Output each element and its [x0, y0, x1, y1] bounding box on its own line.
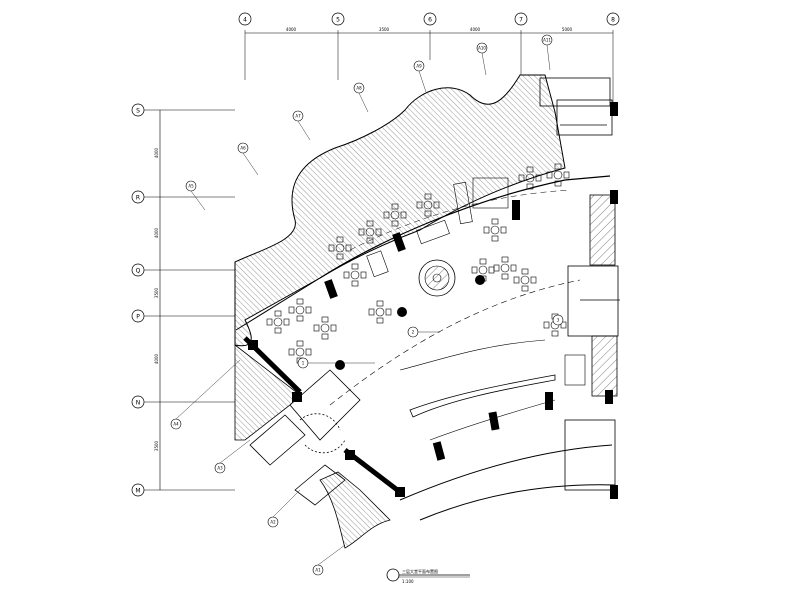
radial-label-a1: A1	[315, 568, 321, 573]
grid-bubble-7: 7	[519, 17, 523, 24]
grid-bubble-q: Q	[136, 268, 141, 275]
grid-bubble-6: 6	[428, 17, 432, 24]
dim-left-1: 4000	[154, 147, 159, 158]
grid-bubble-5: 5	[336, 17, 340, 24]
grid-bubble-r: R	[136, 195, 140, 202]
grid-bubble-p: P	[136, 314, 140, 321]
radial-label-a5: A5	[188, 184, 194, 189]
entry-vestibule	[249, 369, 361, 506]
radial-label-a7: A7	[295, 114, 301, 119]
grid-bubble-8: 8	[611, 17, 615, 24]
drawing-scale: 1:100	[402, 579, 414, 584]
plant-marker-1	[397, 307, 407, 317]
left-dimension-chain: 4000 4000 3500 4000 3500	[140, 109, 235, 491]
central-round-feature	[418, 259, 456, 297]
callout-2: 2	[412, 330, 415, 335]
radial-label-a4: A4	[173, 422, 179, 427]
dim-left-3: 3500	[154, 287, 159, 298]
left-grid-bubbles: S R Q P N M	[131, 103, 145, 497]
callout-1: 1	[302, 361, 305, 366]
radial-label-a2: A2	[270, 520, 276, 525]
radial-label-a8: A8	[356, 86, 362, 91]
plant-marker-3	[335, 360, 345, 370]
grid-bubble-m: M	[135, 488, 140, 495]
grid-bubble-s: S	[136, 108, 140, 115]
section-callouts: 1 2 3	[297, 314, 564, 369]
entrance-wall-edge	[235, 277, 321, 331]
circulation-arc	[329, 279, 581, 406]
dim-top-2: 3500	[379, 27, 390, 32]
reception-back	[399, 339, 546, 371]
lobby-inner-curve	[399, 444, 613, 501]
top-dimension-chain: 4000 3500 4000 5000	[244, 27, 614, 115]
grid-bubble-4: 4	[243, 17, 247, 24]
grid-bubble-n: N	[136, 400, 141, 407]
circulation-arc-2	[349, 189, 571, 251]
lower-counter	[429, 399, 556, 441]
plant-marker-2	[475, 275, 485, 285]
radial-labels: A1 A2 A3 A4 A5 A6 A7 A8 A9 A10 A11	[170, 34, 553, 576]
landscape-hatch-bottom	[234, 344, 301, 441]
radial-label-a11: A11	[543, 38, 551, 43]
top-grid-bubbles: 4 5 6 7 8	[238, 12, 620, 26]
lounge-furniture	[266, 163, 586, 386]
dim-left-5: 3500	[154, 440, 159, 451]
dim-left-4: 4000	[154, 353, 159, 364]
radial-label-a3: A3	[217, 466, 223, 471]
lobby-outer-wall	[319, 175, 611, 279]
radial-label-a9: A9	[416, 64, 422, 69]
right-service-block	[539, 77, 620, 491]
dim-top-4: 5000	[562, 27, 573, 32]
callout-3: 3	[557, 318, 560, 323]
dim-top-1: 4000	[286, 27, 297, 32]
lobby-curve-2	[419, 484, 616, 521]
structural-columns	[248, 102, 618, 499]
radial-label-a10: A10	[478, 46, 486, 51]
drawing-title: 三层大堂平面布置图	[402, 568, 438, 574]
radial-label-a6: A6	[240, 146, 246, 151]
drawing-title-block: 三层大堂平面布置图 1:100	[386, 568, 470, 584]
landscape-hatch-lower	[319, 471, 391, 549]
dim-top-3: 4000	[470, 27, 481, 32]
landscape-hatch-band	[234, 74, 566, 347]
reception-counter	[409, 374, 556, 418]
dim-left-2: 4000	[154, 227, 159, 238]
